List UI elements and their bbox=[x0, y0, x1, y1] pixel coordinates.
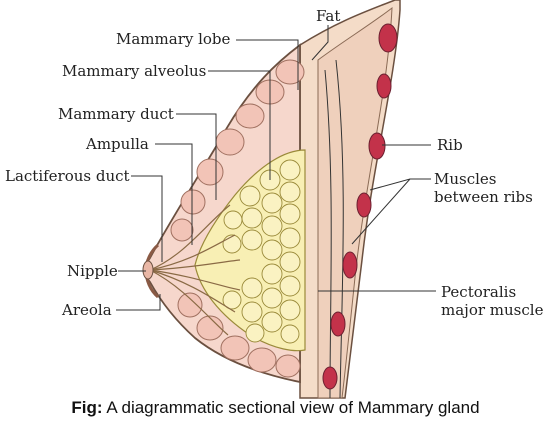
label-fat: Fat bbox=[316, 7, 340, 25]
label-ampulla: Ampulla bbox=[85, 135, 149, 153]
leader-mammary-alveolus bbox=[208, 70, 271, 180]
lactiferous-ducts bbox=[149, 204, 241, 336]
label-pectoralis-line1: Pectoralis bbox=[441, 283, 516, 301]
leader-muscles bbox=[369, 178, 431, 191]
pectoralis-muscle bbox=[317, 6, 393, 399]
muscle-fiber-line bbox=[335, 59, 344, 399]
nipple bbox=[142, 260, 154, 280]
label-lactiferous-duct: Lactiferous duct bbox=[5, 167, 130, 185]
leader-mammary-lobe bbox=[236, 39, 299, 90]
rib-mark bbox=[322, 366, 338, 390]
leader-fat bbox=[311, 25, 329, 61]
label-muscles-line1: Muscles bbox=[434, 170, 497, 188]
label-mammary-lobe: Mammary lobe bbox=[116, 30, 231, 48]
leader-muscles bbox=[351, 178, 411, 245]
label-mammary-alveolus: Mammary alveolus bbox=[62, 62, 206, 80]
mammary-alveoli bbox=[222, 159, 301, 344]
label-mammary-duct: Mammary duct bbox=[58, 105, 174, 123]
caption-text: A diagrammatic sectional view of Mammary… bbox=[102, 398, 480, 417]
label-rib: Rib bbox=[437, 136, 463, 154]
rib-mark bbox=[378, 23, 398, 53]
label-muscles-line2: between ribs bbox=[434, 188, 533, 206]
rib-mark bbox=[376, 73, 392, 99]
caption-prefix: Fig: bbox=[71, 398, 103, 417]
leader-lactiferous-duct bbox=[131, 175, 163, 262]
label-pectoralis-line2: major muscle bbox=[441, 301, 544, 319]
leader-mammary-duct bbox=[176, 113, 217, 200]
label-nipple: Nipple bbox=[67, 262, 118, 280]
rib-mark bbox=[330, 311, 346, 337]
figure-caption: Fig: A diagrammatic sectional view of Ma… bbox=[0, 398, 551, 418]
label-areola: Areola bbox=[61, 301, 112, 319]
rib-mark bbox=[342, 251, 358, 279]
rib-mark bbox=[368, 132, 386, 160]
muscle-fiber-line bbox=[324, 69, 332, 399]
leader-ampulla bbox=[155, 143, 193, 245]
rib-mark bbox=[356, 192, 372, 218]
leader-areola bbox=[116, 294, 161, 311]
